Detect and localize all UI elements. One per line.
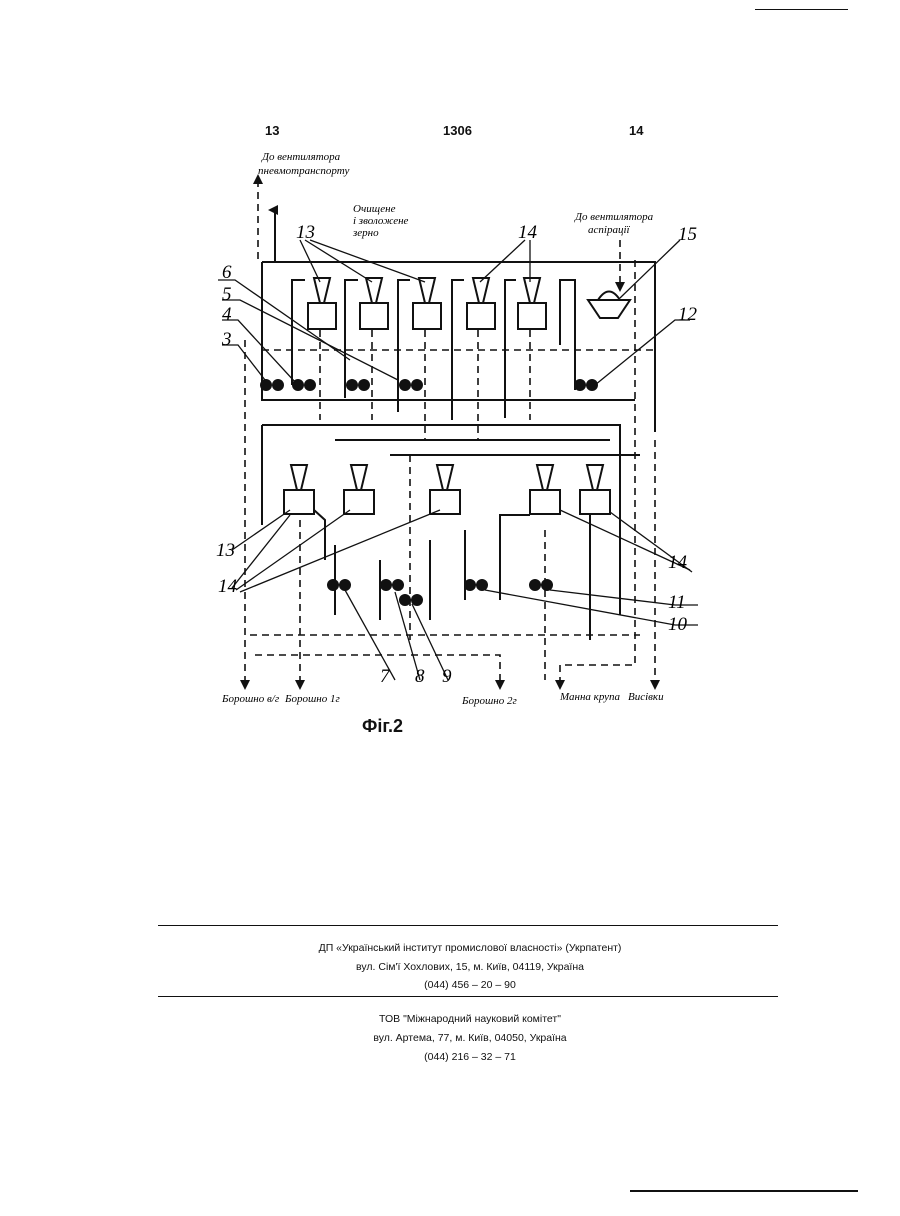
figure-caption: Фіг.2	[362, 716, 403, 737]
label-to-aspiration-fan-1: До вентилятора	[574, 211, 654, 223]
footer-rule-top	[158, 925, 778, 926]
callout-4: 4	[222, 304, 232, 325]
callout-10: 10	[668, 614, 688, 635]
footer-org1-phone: (044) 456 – 20 – 90	[160, 978, 780, 992]
footer-org1-address: вул. Сім'ї Хохлових, 15, м. Київ, 04119,…	[160, 960, 780, 974]
label-to-aspiration-fan-2: аспірації	[588, 224, 630, 236]
output-flour-second-grade: Борошно 2г	[461, 695, 517, 707]
label-grain-3: зерно	[352, 227, 379, 239]
output-flour-top-grade: Борошно в/г	[221, 693, 280, 705]
callout-13-bottom: 13	[216, 540, 235, 561]
footer-org2-address: вул. Артема, 77, м. Київ, 04050, Україна	[160, 1031, 780, 1045]
label-to-pneumo-fan-1: До вентилятора	[261, 151, 341, 163]
callout-15: 15	[678, 224, 697, 245]
footer-org1-name: ДП «Український інститут промислової вла…	[160, 941, 780, 955]
bottom-right-rule	[630, 1190, 858, 1192]
output-semolina: Манна крупа	[559, 691, 621, 703]
callout-5: 5	[222, 284, 232, 305]
callout-14-right: 14	[668, 552, 688, 573]
callout-11: 11	[668, 592, 686, 613]
mill-flow-diagram: До вентилятора пневмотранспорту Очищене …	[0, 0, 900, 760]
label-grain-2: і зволожене	[353, 215, 409, 227]
footer-org2-name: ТОВ "Міжнародний науковий комітет"	[160, 1012, 780, 1026]
callout-9: 9	[442, 666, 452, 687]
callout-14-top: 14	[518, 222, 538, 243]
label-to-pneumo-fan-2: пневмотранспорту	[258, 165, 349, 177]
callout-3: 3	[221, 329, 232, 350]
callout-7: 7	[380, 666, 391, 687]
output-bran: Висівки	[628, 691, 664, 703]
callout-13-top: 13	[296, 222, 315, 243]
callout-12: 12	[678, 304, 698, 325]
label-grain-1: Очищене	[353, 203, 396, 215]
output-flour-first-grade: Борошно 1г	[284, 693, 340, 705]
footer-rule-middle	[158, 996, 778, 997]
callout-8: 8	[415, 666, 425, 687]
callout-14-left: 14	[218, 576, 238, 597]
footer-org2-phone: (044) 216 – 32 – 71	[160, 1050, 780, 1064]
callout-6: 6	[222, 262, 232, 283]
